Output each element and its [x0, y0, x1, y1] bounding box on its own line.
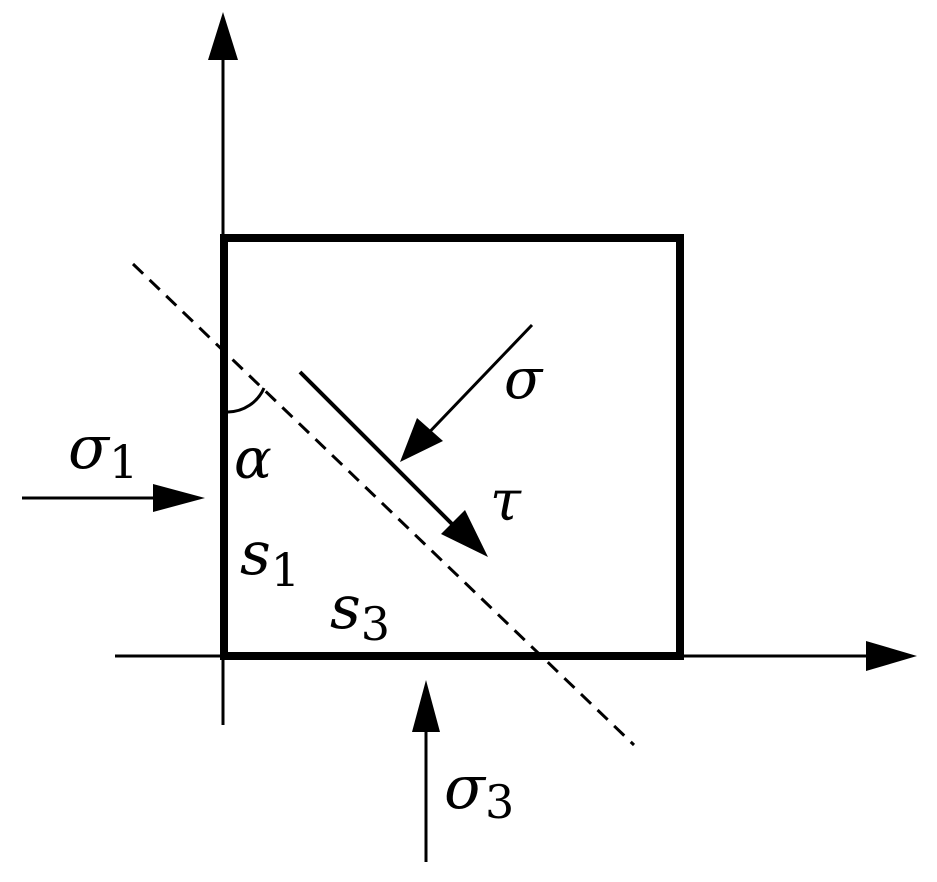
sigma3-label: σ3: [444, 753, 514, 829]
sigma1-base: σ: [68, 413, 111, 483]
sigma-normal-line: [416, 323, 534, 446]
angle-alpha-arc: [227, 387, 266, 414]
inclined-plane-dashed-line: [131, 262, 636, 747]
sigma3-base: σ: [444, 753, 487, 823]
tau-shear-line: [298, 370, 470, 542]
tau-arrowhead: [441, 510, 488, 557]
tau-label: τ: [490, 469, 522, 534]
sigma1-subscript: 1: [109, 435, 138, 489]
s1-subscript: 1: [271, 543, 300, 597]
horizontal-axis-arrowhead: [866, 641, 917, 671]
sigma1-label: σ1: [68, 413, 138, 489]
vertical-axis-arrowhead: [208, 12, 238, 60]
sigma1-arrowhead: [153, 484, 205, 512]
s1-base: s: [240, 519, 271, 589]
sigma-arrowhead: [400, 418, 443, 462]
sigma-label: σ: [504, 347, 544, 412]
alpha-label: α: [234, 427, 272, 492]
s3-subscript: 3: [361, 597, 390, 651]
sigma3-subscript: 3: [485, 775, 514, 829]
s3-base: s: [330, 573, 361, 643]
s3-label: s3: [330, 573, 390, 651]
stress-element-square: [220, 234, 684, 660]
s1-label: s1: [240, 519, 300, 597]
sigma3-arrowhead: [412, 680, 440, 732]
